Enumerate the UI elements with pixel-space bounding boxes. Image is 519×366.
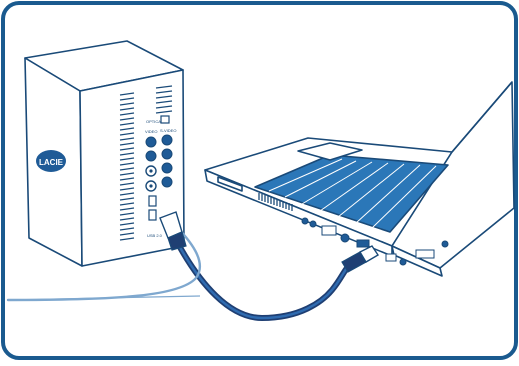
audio-jack-3 xyxy=(162,163,172,173)
laptop-vga-port xyxy=(322,226,336,235)
optical-port xyxy=(161,116,169,123)
laptop-serial-port xyxy=(416,250,434,258)
lacie-logo: LACIE xyxy=(36,150,66,172)
laptop-port-round xyxy=(341,234,349,242)
laptop-audio-jack-1 xyxy=(302,218,308,224)
laptop-ethernet-port xyxy=(386,254,396,261)
usb-port-label: USB 2.0 xyxy=(147,233,163,238)
power-inlet xyxy=(149,210,156,220)
lacie-logo-text: LACIE xyxy=(39,158,64,167)
s-video-jack xyxy=(162,135,172,145)
laptop-port-right xyxy=(442,241,448,247)
video-port-label: VIDEO xyxy=(145,129,157,134)
laptop-usb-port xyxy=(357,240,369,247)
video-jack-1 xyxy=(146,137,156,147)
power-switch xyxy=(149,196,156,206)
laptop-dc-in xyxy=(400,259,406,265)
s-video-port-label: S-VIDEO xyxy=(160,128,176,133)
laptop-audio-jack-2 xyxy=(310,221,316,227)
audio-jack-1 xyxy=(162,149,172,159)
video-jack-2 xyxy=(146,151,156,161)
audio-jack-5 xyxy=(162,177,172,187)
